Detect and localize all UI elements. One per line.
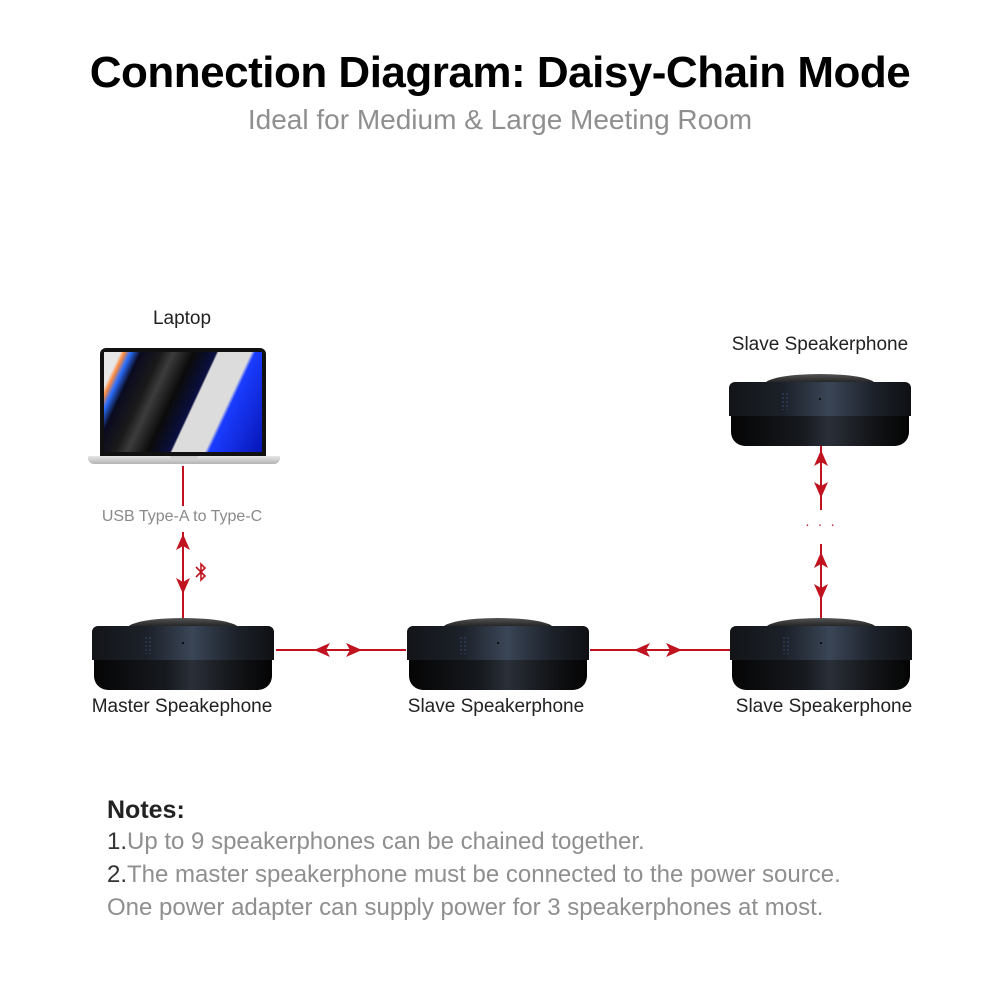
slave-speakerphone-1-label: Slave Speakerphone [407,696,585,717]
device-top [765,374,875,384]
laptop-label: Laptop [152,308,212,329]
laptop-deck [88,456,280,464]
device-base [94,660,272,690]
usb-cable-label: USB Type-A to Type-C [82,508,282,526]
note-number: 2. [107,861,128,888]
chain-link-3-upper-line [820,438,822,510]
slave-speakerphone-2 [730,618,912,698]
slave-speakerphone-3-label: Slave Speakerphone [731,334,909,355]
usb-cable-line-top [182,466,184,506]
laptop-groove [170,456,198,459]
usb-cable-line-bottom [182,532,184,618]
mic-holes [782,636,790,654]
mic-holes [144,636,152,654]
double-arrow-horizontal-icon [314,643,362,657]
device-top [766,618,876,628]
device-base [732,660,910,690]
slave-speakerphone-1 [407,618,589,698]
laptop-icon [88,348,280,466]
chain-link-2-line [590,649,730,651]
note-item-2: 2.The master speakerphone must be connec… [107,861,841,889]
device-top [128,618,238,628]
diagram-subtitle: Ideal for Medium & Large Meeting Room [247,104,753,135]
ellipsis-more-devices: · · · [805,516,837,532]
slave-speakerphone-2-label: Slave Speakerphone [735,696,913,717]
mic-holes [459,636,467,654]
double-arrow-vertical-icon [814,450,828,498]
master-speakerphone [92,618,274,698]
note-number: 1. [107,828,128,855]
chain-link-3-lower-line [820,544,822,618]
note-item-3: One power adapter can supply power for 3… [107,894,823,922]
master-speakerphone-label: Master Speakephone [91,696,273,717]
device-base [731,416,909,446]
note-text: The master speakerphone must be connecte… [127,861,841,888]
mic-holes [781,392,789,410]
device-top [443,618,553,628]
slave-speakerphone-3 [729,374,911,454]
laptop-notch [173,348,193,352]
device-base [409,660,587,690]
double-arrow-vertical-icon [176,534,190,594]
laptop-display [104,352,262,452]
diagram-title: Connection Diagram: Daisy-Chain Mode [89,48,911,97]
note-item-1: 1.Up to 9 speakerphones can be chained t… [107,828,645,856]
notes-title: Notes: [107,796,185,824]
status-led [497,642,499,644]
double-arrow-vertical-icon [814,552,828,600]
double-arrow-horizontal-icon [634,643,682,657]
note-text: One power adapter can supply power for 3… [107,894,824,921]
note-text: Up to 9 speakerphones can be chained tog… [127,828,645,855]
status-led [819,398,821,400]
bluetooth-icon [195,562,207,582]
laptop-screen [100,348,266,456]
chain-link-1-line [276,649,406,651]
status-led [182,642,184,644]
status-led [820,642,822,644]
